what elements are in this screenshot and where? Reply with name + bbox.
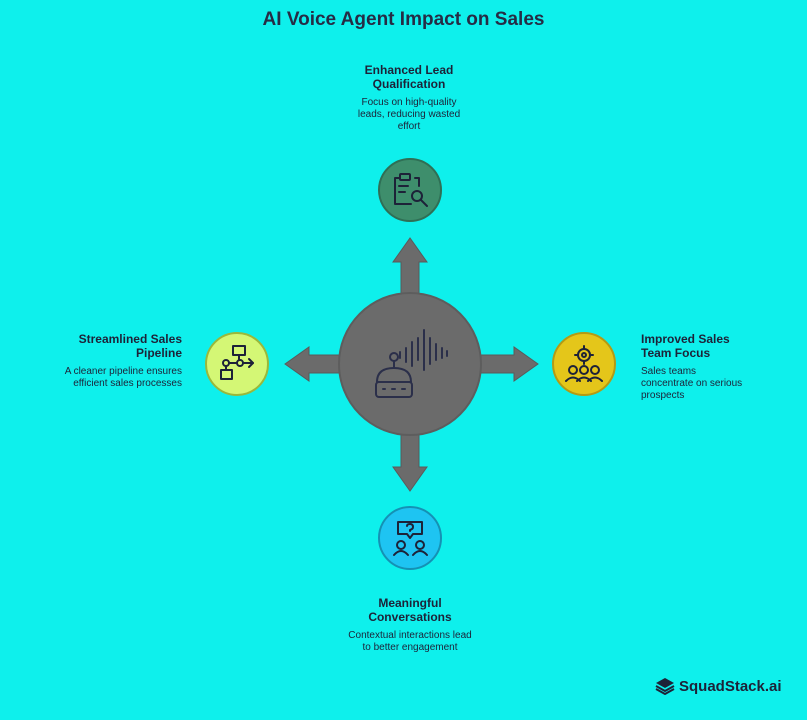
brand-logo[interactable]: SquadStack.ai — [655, 677, 782, 695]
arrow-left — [284, 346, 343, 382]
label-bottom-description: Contextual interactions lead to better e… — [348, 630, 472, 653]
diagram-title: AI Voice Agent Impact on Sales — [262, 9, 545, 30]
node-top — [378, 158, 442, 222]
label-top-heading: Enhanced Lead Qualification — [364, 63, 454, 91]
arrow-down — [392, 429, 428, 492]
flowchart-icon — [220, 345, 254, 380]
label-left-heading: Streamlined Sales Pipeline — [78, 332, 182, 360]
arrow-up — [392, 237, 428, 299]
node-bottom — [378, 506, 442, 570]
clipboard-search-icon — [394, 173, 428, 207]
label-bottom-heading: Meaningful Conversations — [368, 596, 452, 624]
label-right-heading: Improved Sales Team Focus — [641, 332, 730, 360]
label-bottom: Meaningful Conversations Contextual inte… — [345, 596, 475, 654]
label-top: Enhanced Lead Qualification Focus on hig… — [348, 63, 470, 133]
center-hub — [338, 292, 482, 436]
arrow-right — [477, 346, 539, 382]
node-right — [552, 332, 616, 396]
team-gear-icon — [565, 345, 603, 382]
label-top-description: Focus on high-quality leads, reducing wa… — [357, 97, 461, 132]
label-right-description: Sales teams concentrate on serious prosp… — [641, 366, 743, 401]
ai-voice-robot-icon — [375, 329, 448, 398]
conversation-question-icon — [393, 521, 428, 556]
node-left — [205, 332, 269, 396]
stack-logo-icon — [655, 678, 675, 695]
label-left: Streamlined Sales Pipeline A cleaner pip… — [55, 332, 182, 390]
label-right: Improved Sales Team Focus Sales teams co… — [641, 332, 751, 402]
arrows — [284, 237, 539, 492]
brand-name: SquadStack.ai — [679, 677, 782, 695]
label-left-description: A cleaner pipeline ensures efficient sal… — [64, 366, 182, 389]
